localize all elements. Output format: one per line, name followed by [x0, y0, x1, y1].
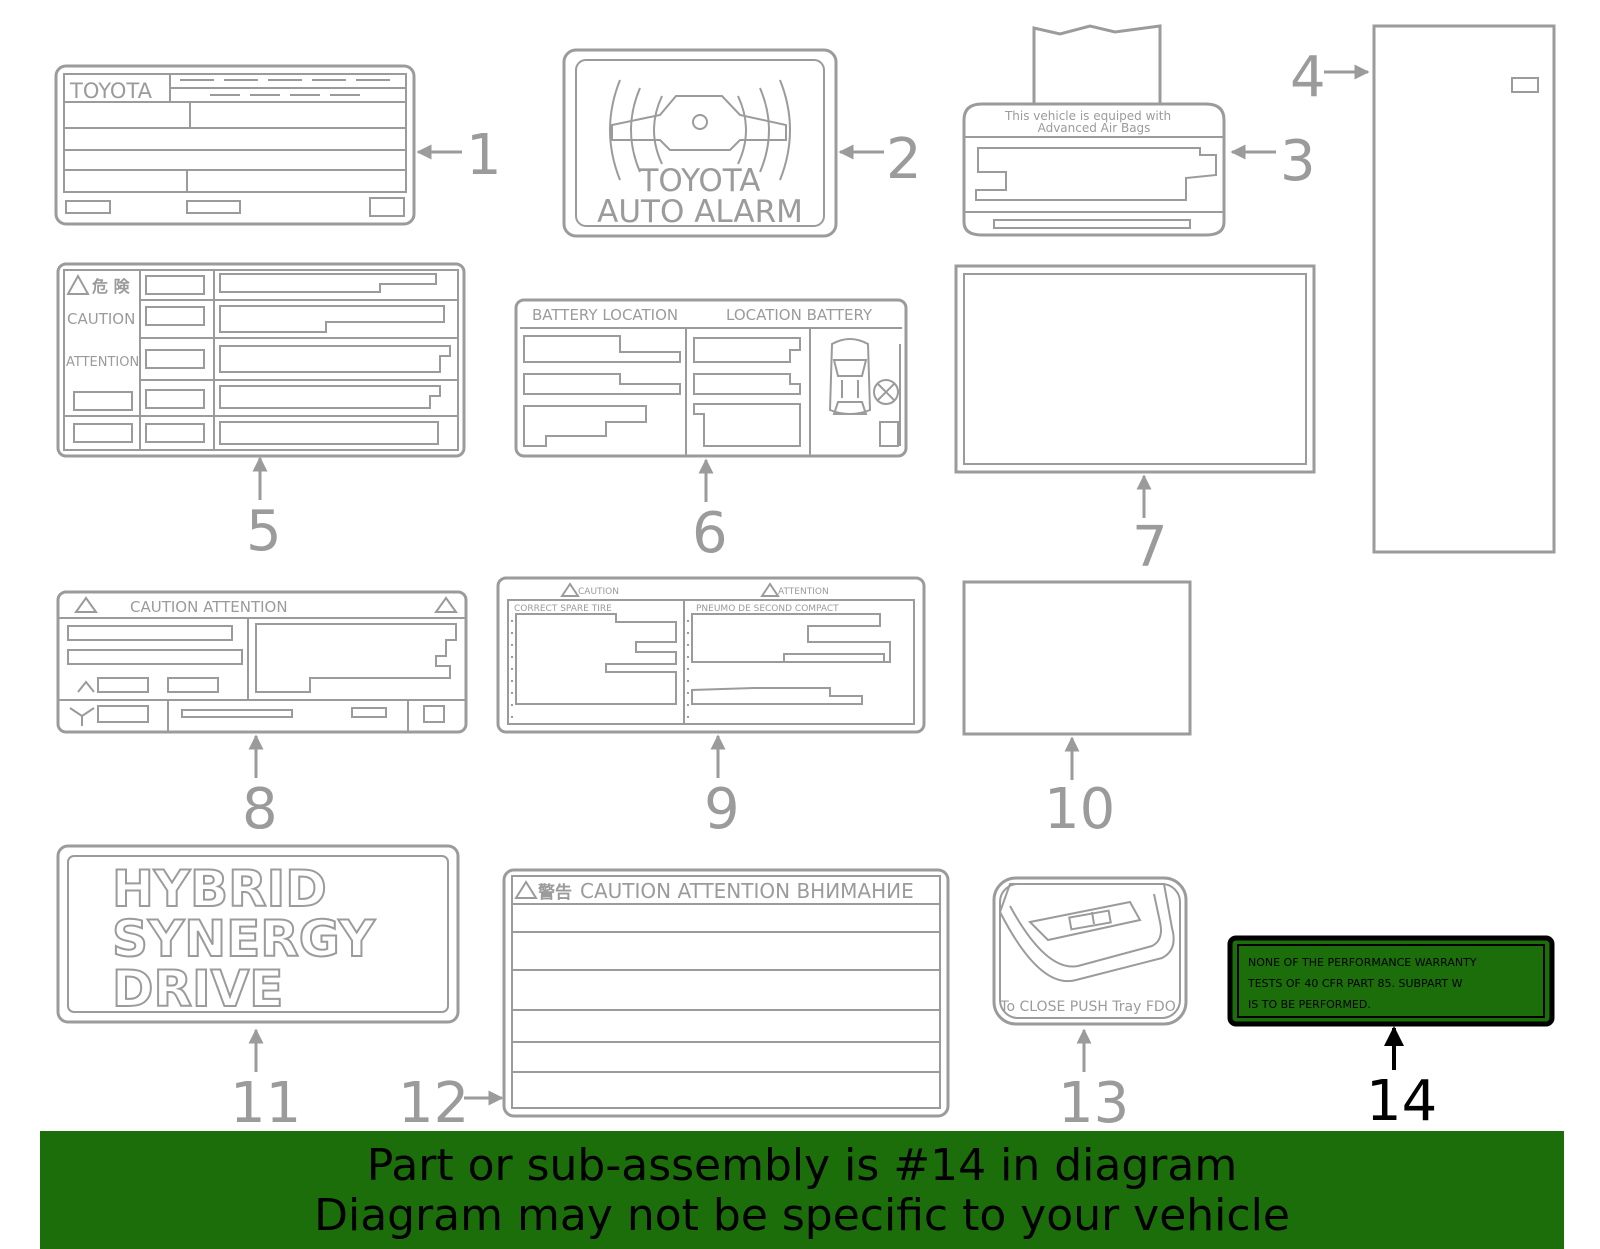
label-9-right-sub: PNEUMO DE SECOND COMPACT	[696, 604, 839, 614]
label-5-attention-text: ATTENTION	[66, 355, 139, 370]
label-11-line2: SYNERGY	[112, 910, 376, 968]
label-14-line2: TESTS OF 40 CFR PART 85. SUBPART W	[1247, 977, 1463, 990]
callout-3: 3	[1280, 129, 1316, 194]
callout-14: 14	[1366, 1069, 1437, 1134]
label-2-line2: AUTO ALARM	[597, 194, 803, 230]
label-6-right-text: LOCATION BATTERY	[726, 306, 873, 324]
label-2-line1: TOYOTA	[638, 163, 760, 199]
label-14-emission-warranty[interactable]: NONE OF THE PERFORMANCE WARRANTY TESTS O…	[1227, 935, 1555, 1027]
label-5-caution-attention: 危 険 CAUTION ATTENTION	[56, 262, 466, 458]
label-9-left-sub: CORRECT SPARE TIRE	[514, 604, 612, 614]
label-9-spare-tire: CAUTION ATTENTION CORRECT SPARE TIRE PNE…	[496, 576, 926, 734]
label-3-line1: This vehicle is equiped with	[1004, 109, 1171, 123]
label-7-blank-sticker	[954, 264, 1316, 474]
label-12-header-text: CAUTION ATTENTION ВНИМАНИЕ	[580, 879, 914, 903]
label-12-kanji: 警告	[537, 882, 572, 903]
callout-13: 13	[1058, 1071, 1129, 1136]
part-info-banner: Part or sub-assembly is #14 in diagram D…	[40, 1131, 1564, 1249]
callout-5: 5	[246, 499, 282, 564]
callout-10: 10	[1044, 777, 1115, 842]
label-11-line3: DRIVE	[112, 960, 283, 1018]
callout-1: 1	[466, 123, 502, 188]
label-14-line1: NONE OF THE PERFORMANCE WARRANTY	[1248, 956, 1477, 969]
label-1-brand-text: TOYOTA	[69, 79, 153, 103]
label-1-vin-plate: TOYOTA	[54, 64, 416, 226]
label-11-line1: HYBRID	[112, 860, 327, 918]
label-12-caution-attention-vnimanie: 警告 CAUTION ATTENTION ВНИМАНИЕ	[502, 868, 950, 1118]
label-14-line3: IS TO BE PERFORMED.	[1248, 998, 1371, 1011]
label-8-caution-attention: CAUTION ATTENTION	[56, 590, 468, 734]
callout-9: 9	[704, 777, 740, 842]
label-8-header-text: CAUTION ATTENTION	[130, 598, 288, 616]
label-3-line2: Advanced Air Bags	[1038, 121, 1151, 135]
label-13-text: To CLOSE PUSH Tray FDO	[999, 999, 1175, 1015]
label-3-airbag: This vehicle is equiped with Advanced Ai…	[962, 24, 1226, 237]
label-13-tray-close: To CLOSE PUSH Tray FDO	[992, 876, 1188, 1026]
callout-6: 6	[692, 501, 728, 566]
label-6-battery-location: BATTERY LOCATION LOCATION BATTERY	[514, 298, 908, 458]
label-9-caution-text: CAUTION	[578, 587, 619, 597]
label-10-blank-sticker	[962, 580, 1192, 736]
callout-12: 12	[398, 1071, 469, 1136]
callout-2: 2	[886, 127, 922, 192]
label-5-caution-text: CAUTION	[67, 310, 135, 328]
banner-line-1: Part or sub-assembly is #14 in diagram	[366, 1140, 1238, 1191]
callout-8: 8	[242, 777, 278, 842]
callout-4: 4	[1290, 45, 1326, 110]
label-5-kanji: 危 険	[92, 277, 131, 296]
label-6-left-text: BATTERY LOCATION	[532, 306, 678, 324]
label-4-tall-sticker	[1372, 24, 1556, 554]
label-9-attention-text: ATTENTION	[778, 587, 829, 597]
label-2-auto-alarm: TOYOTA AUTO ALARM	[562, 48, 838, 238]
callout-11: 11	[230, 1071, 301, 1136]
label-11-hybrid-synergy-drive: HYBRID SYNERGY DRIVE	[56, 844, 460, 1024]
callout-7: 7	[1132, 515, 1168, 580]
banner-line-2: Diagram may not be specific to your vehi…	[314, 1190, 1290, 1241]
